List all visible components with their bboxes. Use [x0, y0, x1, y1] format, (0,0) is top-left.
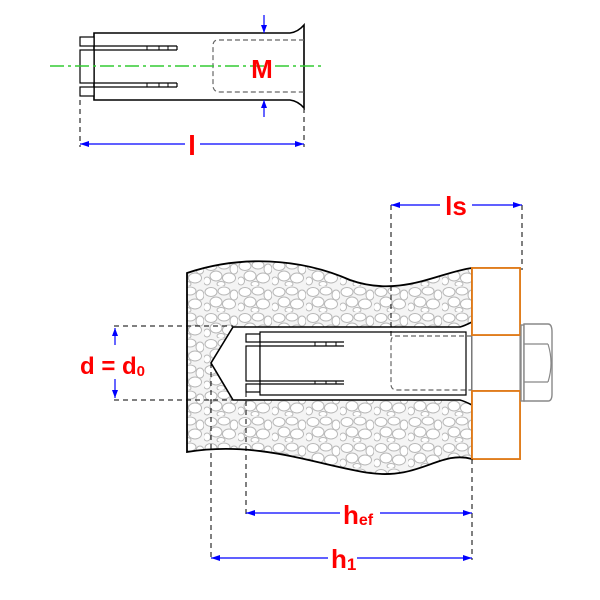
- bolt-head: [520, 323, 553, 402]
- fixture-plate: [471, 267, 521, 460]
- anchor-side-view: M l: [50, 15, 325, 161]
- bolt-shank: [471, 334, 521, 392]
- anchor-segment-top: [79, 36, 95, 47]
- thread-label: M: [251, 54, 273, 84]
- anchor-segment-bottom: [79, 86, 95, 97]
- embedment-label: hef: [343, 500, 374, 530]
- length-label: l: [188, 130, 196, 161]
- bolt-length-label: ls: [445, 191, 467, 221]
- hole-diameter-label: d = d0: [80, 353, 145, 380]
- hole-depth-label: h1: [331, 544, 356, 574]
- installed-view: ls d = d0 hef h1: [80, 191, 553, 574]
